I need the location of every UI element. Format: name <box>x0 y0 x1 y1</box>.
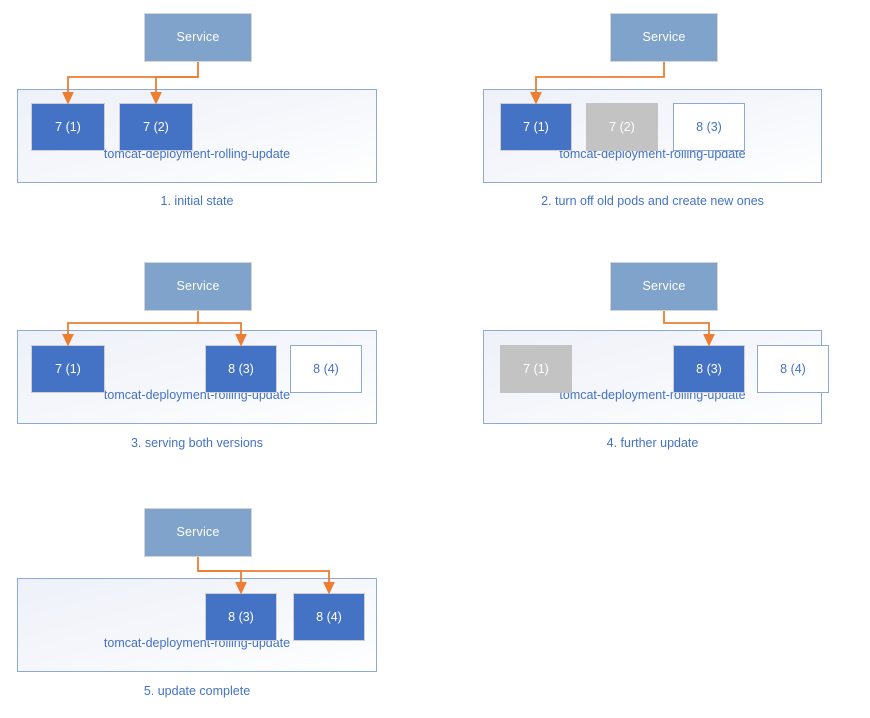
pod-7-1[interactable]: 7 (1) <box>31 345 105 393</box>
service-box[interactable]: Service <box>144 13 252 62</box>
pod-label: 8 (3) <box>228 609 254 624</box>
pod-label: 7 (2) <box>143 119 169 134</box>
panel-caption: 4. further update <box>606 436 699 450</box>
pod-8-4[interactable]: 8 (4) <box>290 345 362 393</box>
pod-label: 8 (4) <box>313 361 339 376</box>
service-label: Service <box>176 525 220 540</box>
panel-caption: 1. initial state <box>160 194 234 208</box>
service-box[interactable]: Service <box>144 508 252 557</box>
pod-label: 7 (1) <box>55 361 81 376</box>
panel-caption: 5. update complete <box>143 684 251 698</box>
pod-label: 7 (1) <box>523 119 549 134</box>
pod-label: 8 (4) <box>780 361 806 376</box>
pod-8-3[interactable]: 8 (3) <box>673 103 745 151</box>
pod-label: 8 (3) <box>696 361 722 376</box>
pod-label: 7 (1) <box>523 361 549 376</box>
pod-label: 8 (3) <box>228 361 254 376</box>
pod-label: 7 (1) <box>55 119 81 134</box>
pod-8-4[interactable]: 8 (4) <box>757 345 829 393</box>
service-box[interactable]: Service <box>144 262 252 311</box>
service-label: Service <box>176 279 220 294</box>
pod-8-4[interactable]: 8 (4) <box>293 593 365 641</box>
pod-7-2[interactable]: 7 (2) <box>119 103 193 151</box>
pod-7-1[interactable]: 7 (1) <box>31 103 105 151</box>
pod-7-2[interactable]: 7 (2) <box>586 103 658 151</box>
service-label: Service <box>176 30 220 45</box>
pod-7-1[interactable]: 7 (1) <box>500 103 572 151</box>
service-box[interactable]: Service <box>610 13 718 62</box>
pod-7-1[interactable]: 7 (1) <box>500 345 572 393</box>
pod-label: 8 (3) <box>696 119 722 134</box>
service-box[interactable]: Service <box>610 262 718 311</box>
pod-8-3[interactable]: 8 (3) <box>205 593 277 641</box>
service-label: Service <box>642 279 686 294</box>
pod-label: 7 (2) <box>609 119 635 134</box>
service-label: Service <box>642 30 686 45</box>
panel-caption: 2. turn off old pods and create new ones <box>541 194 764 208</box>
pod-8-3[interactable]: 8 (3) <box>205 345 277 393</box>
pod-label: 8 (4) <box>316 609 342 624</box>
pod-8-3[interactable]: 8 (3) <box>673 345 745 393</box>
panel-caption: 3. serving both versions <box>130 436 263 450</box>
